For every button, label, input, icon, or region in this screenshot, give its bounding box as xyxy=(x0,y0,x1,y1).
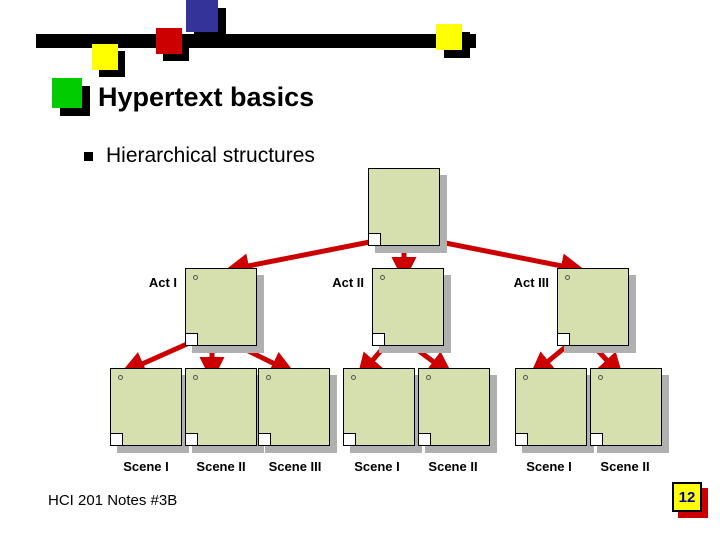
node-bullet-icon xyxy=(193,275,198,280)
node-document-icon xyxy=(185,368,257,446)
footer-text: HCI 201 Notes #3B xyxy=(48,492,178,509)
node-document-icon xyxy=(110,368,182,446)
node-bullet-icon xyxy=(351,375,356,380)
page-fold-icon xyxy=(591,433,603,445)
node-bullet-icon xyxy=(266,375,271,380)
node-document-icon xyxy=(372,268,444,346)
node-label-act-1: Act I xyxy=(148,275,177,290)
page-fold-icon xyxy=(186,333,198,345)
bullet-item: Hierarchical structures xyxy=(84,144,315,168)
node-document-icon xyxy=(590,368,662,446)
node-label-scene-3-2: Scene II xyxy=(600,459,650,474)
page-fold-icon xyxy=(111,433,123,445)
page-fold-icon xyxy=(516,433,528,445)
page-title: Hypertext basics xyxy=(98,82,315,112)
page-fold-icon xyxy=(186,433,198,445)
node-document-icon xyxy=(418,368,490,446)
page-fold-icon xyxy=(259,433,271,445)
bullet-label: Hierarchical structures xyxy=(106,144,315,167)
page-fold-icon xyxy=(558,333,570,345)
node-document-icon xyxy=(557,268,629,346)
node-document-icon xyxy=(258,368,330,446)
page-fold-icon xyxy=(344,433,356,445)
node-document-icon xyxy=(515,368,587,446)
node-label-scene-3-1: Scene I xyxy=(526,459,572,474)
page-fold-icon xyxy=(369,233,381,245)
page-number-badge: 12 xyxy=(672,482,702,512)
node-label-scene-1-1: Scene I xyxy=(123,459,169,474)
page-fold-icon xyxy=(373,333,385,345)
bullet-square-icon xyxy=(84,151,93,161)
deco-square-yellow-right xyxy=(436,24,462,50)
deco-square-yellow xyxy=(92,44,118,70)
deco-square-red xyxy=(156,28,182,54)
node-label-scene-1-2: Scene II xyxy=(196,459,246,474)
node-bullet-icon xyxy=(426,375,431,380)
node-document-icon xyxy=(368,168,440,246)
node-label-scene-2-2: Scene II xyxy=(428,459,478,474)
deco-square-navy xyxy=(186,0,218,32)
node-bullet-icon xyxy=(193,375,198,380)
node-bullet-icon xyxy=(598,375,603,380)
node-bullet-icon xyxy=(118,375,123,380)
node-bullet-icon xyxy=(380,275,385,280)
node-document-icon xyxy=(343,368,415,446)
deco-square-green xyxy=(52,78,82,108)
node-label-act-3: Act III xyxy=(513,275,549,290)
node-label-scene-2-1: Scene I xyxy=(354,459,400,474)
page-fold-icon xyxy=(419,433,431,445)
node-bullet-icon xyxy=(523,375,528,380)
node-document-icon xyxy=(185,268,257,346)
node-label-act-2: Act II xyxy=(332,275,364,290)
node-bullet-icon xyxy=(565,275,570,280)
node-label-scene-1-3: Scene III xyxy=(268,459,322,474)
header-bar xyxy=(36,34,476,48)
